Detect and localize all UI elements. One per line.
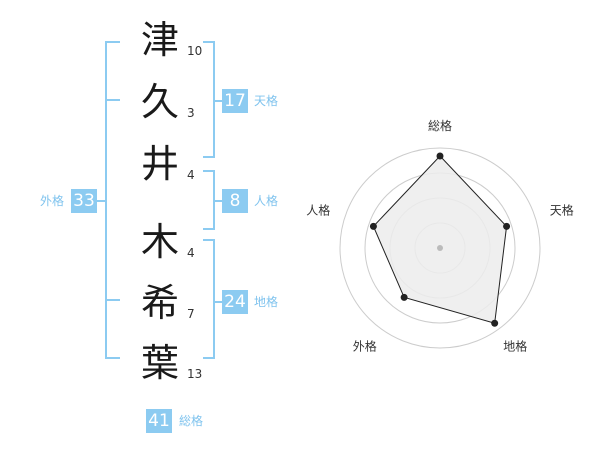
name-char-4: 木	[140, 220, 179, 264]
stroke-count-1: 10	[187, 44, 203, 58]
stroke-count-3: 4	[187, 168, 195, 182]
soukaku-value-badge: 41	[146, 409, 172, 433]
radar-axis-label-2: 天格	[550, 202, 574, 217]
radar-ring-4	[339, 147, 541, 349]
jinkaku-bracket-bottom	[203, 228, 215, 230]
stroke-count-5: 7	[187, 307, 195, 321]
name-char-1: 津	[140, 18, 179, 62]
radar-axis-label-4: 外格	[353, 339, 377, 354]
jinkaku-label: 人格	[254, 194, 279, 208]
stroke-count-6: 13	[187, 367, 203, 381]
tenkaku-bracket-bottom	[203, 156, 215, 158]
gaikaku-bracket-mid-1	[105, 99, 120, 101]
tenkaku-bracket-top	[203, 41, 215, 43]
tenkaku-value-badge: 17	[222, 89, 248, 113]
gaikaku-label: 外格	[40, 194, 65, 208]
tenkaku-bracket-vertical	[213, 41, 215, 158]
chikaku-bracket-bottom	[203, 357, 215, 359]
name-char-2: 久	[140, 80, 179, 124]
gaikaku-bracket-bottom	[105, 357, 120, 359]
radar-axis-label-3: 地格	[503, 339, 527, 354]
radar-center-point	[437, 245, 443, 251]
gaikaku-connector	[97, 200, 106, 202]
radar-point-3	[491, 319, 499, 327]
radar-data-polygon	[372, 155, 508, 324]
chikaku-bracket-vertical	[213, 239, 215, 359]
radar-point-4	[400, 293, 408, 301]
radar-axis-label-1: 総格	[428, 118, 452, 133]
gaikaku-bracket-top	[105, 41, 120, 43]
gaikaku-bracket-mid-2	[105, 299, 120, 301]
radar-point-5	[369, 222, 377, 230]
chikaku-bracket-top	[203, 239, 215, 241]
radar-point-1	[436, 152, 444, 160]
radar-point-2	[503, 222, 511, 230]
chikaku-value-badge: 24	[222, 290, 248, 314]
tenkaku-connector	[213, 100, 222, 102]
gaikaku-value-badge: 33	[71, 189, 97, 213]
chikaku-connector	[213, 301, 222, 303]
chikaku-label: 地格	[254, 295, 279, 309]
stroke-count-4: 4	[187, 246, 195, 260]
name-char-6: 葉	[140, 341, 179, 385]
jinkaku-connector	[213, 200, 222, 202]
name-char-5: 希	[140, 281, 179, 325]
soukaku-label: 総格	[179, 414, 204, 428]
gaikaku-bracket-vertical	[105, 41, 107, 359]
jinkaku-value-badge: 8	[222, 189, 248, 213]
stroke-count-2: 3	[187, 106, 195, 120]
tenkaku-label: 天格	[254, 94, 279, 108]
jinkaku-bracket-top	[203, 170, 215, 172]
name-char-3: 井	[140, 142, 179, 186]
radar-axis-label-5: 人格	[306, 202, 330, 217]
